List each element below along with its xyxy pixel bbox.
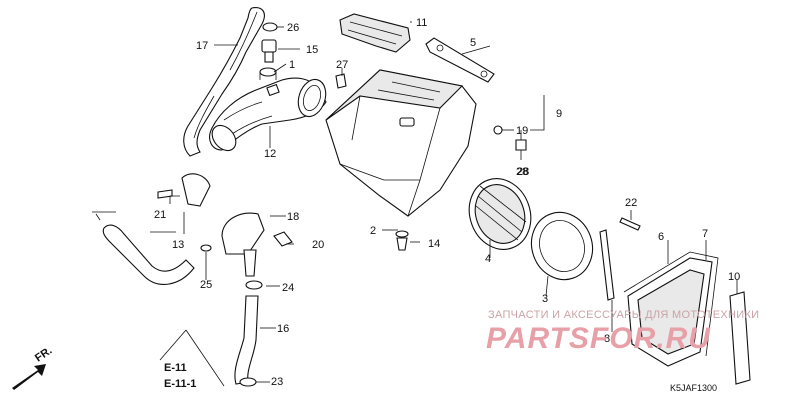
label-11: 11	[416, 17, 427, 29]
label-25: 25	[200, 279, 212, 291]
ref-e11: E-11	[164, 362, 187, 374]
bracket-5	[425, 37, 495, 83]
label-10: 10	[728, 271, 740, 283]
label-26: 26	[287, 22, 299, 34]
label-18: 18	[287, 211, 299, 223]
reference-codes: E-11 E-11-1	[164, 362, 196, 390]
part-labels: 17 26 15 1 11 5 27 9 19 28 12 2 14 4 3 2…	[154, 17, 740, 388]
front-direction-label: FR.	[33, 345, 54, 365]
strap-10	[729, 291, 751, 385]
drain-plug-23	[239, 377, 257, 387]
label-28-upper: 28	[516, 166, 528, 178]
label-12: 12	[264, 148, 276, 160]
label-7: 7	[702, 228, 708, 240]
bolt-28	[515, 130, 527, 151]
label-24: 24	[282, 282, 294, 294]
label-22: 22	[625, 197, 637, 209]
label-14: 14	[428, 238, 440, 250]
label-3: 3	[542, 293, 548, 305]
label-13: 13	[172, 239, 184, 251]
breather-fitting-15	[261, 39, 277, 63]
clip-24	[245, 280, 263, 290]
label-2: 2	[370, 225, 376, 237]
cover-seal-7	[623, 251, 719, 357]
label-6: 6	[658, 231, 664, 243]
label-15: 15	[306, 44, 318, 56]
hose-clip-26	[262, 22, 278, 32]
label-9: 9	[556, 108, 562, 120]
filter-element-4	[468, 178, 532, 250]
breather-hose-upper	[183, 7, 265, 157]
label-21: 21	[154, 209, 166, 221]
band-clip	[181, 173, 211, 207]
clip-27	[335, 73, 347, 89]
drain-plug-14	[395, 230, 409, 251]
watermark-brand: PARTSFOR.RU	[486, 322, 711, 355]
screw-22	[619, 217, 641, 231]
grommet-19	[493, 125, 503, 135]
leader-lines	[92, 21, 738, 387]
watermark-caption: ЗАПЧАСТИ И АКСЕССУАРЫ ДЛЯ МОТОТЕХНИКИ	[488, 309, 759, 321]
label-27: 27	[336, 59, 348, 71]
watermark: ЗАПЧАСТИ И АКСЕССУАРЫ ДЛЯ МОТОТЕХНИКИ PA…	[486, 309, 759, 355]
ref-e11-1: E-11-1	[164, 378, 196, 390]
label-23: 23	[271, 376, 283, 388]
label-4: 4	[485, 253, 491, 265]
label-28-lower: 28	[517, 166, 529, 178]
intake-duct	[209, 77, 327, 152]
air-cleaner-case	[325, 69, 477, 217]
label-16: 16	[277, 323, 289, 335]
lower-hose-13	[102, 224, 195, 285]
strap-8	[599, 229, 615, 301]
label-5: 5	[470, 37, 476, 49]
label-17: 17	[196, 40, 208, 52]
drain-joint-18	[221, 212, 265, 277]
label-8: 8	[604, 333, 610, 345]
clip-25	[200, 244, 212, 252]
cleaner-cover-6	[627, 257, 713, 367]
label-19: 19	[516, 125, 528, 137]
drain-tube-16	[234, 295, 259, 385]
sponge-element-3	[530, 211, 594, 281]
front-direction-arrow	[12, 364, 46, 390]
air-guide-11	[339, 13, 411, 53]
label-1: 1	[289, 59, 295, 71]
diagram-code: K5JAF1300	[670, 383, 717, 393]
bolt-20	[273, 231, 293, 247]
joint-1	[259, 67, 277, 80]
label-20: 20	[312, 239, 324, 251]
